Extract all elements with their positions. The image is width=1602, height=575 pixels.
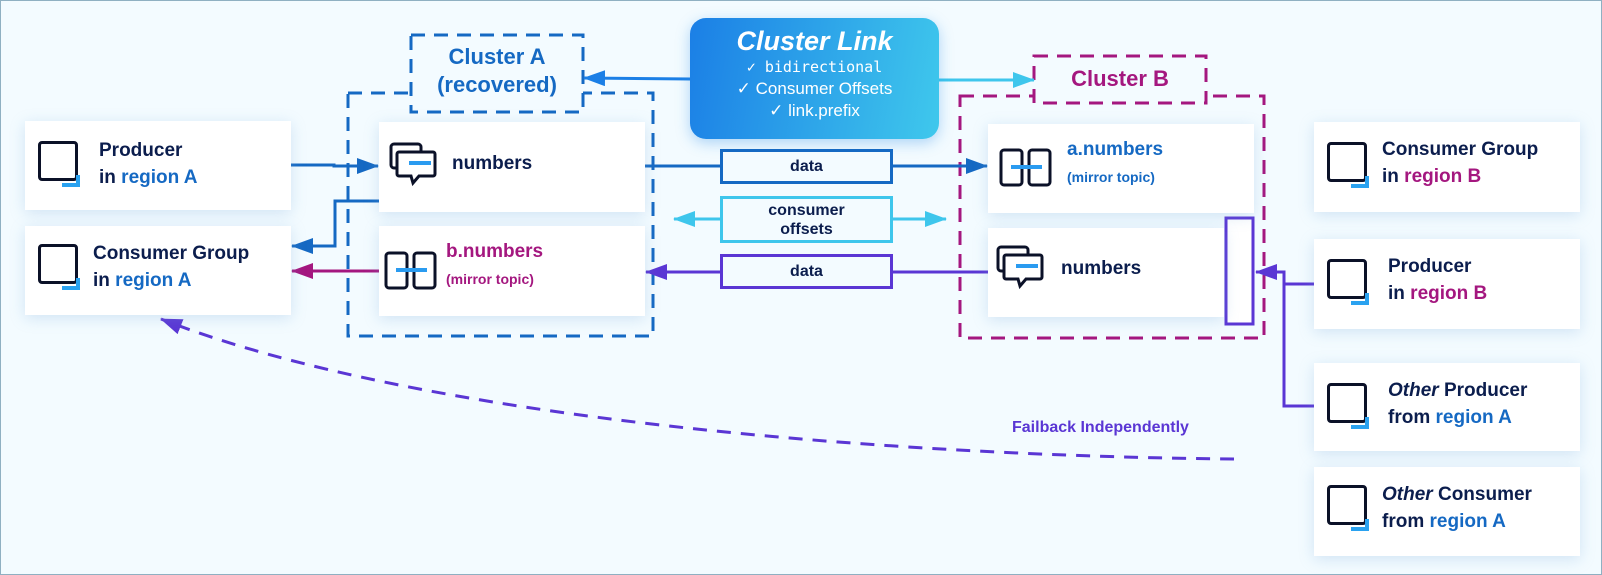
client-role: Consumer	[1432, 484, 1532, 505]
cluster-a-b-numbers-note: (mirror topic)	[446, 271, 534, 287]
region-prefix: in	[99, 167, 122, 188]
cluster-a-label-frame	[409, 33, 585, 114]
cluster-a-subtitle: (recovered)	[437, 72, 557, 97]
region-name: region A	[1429, 511, 1506, 532]
region-prefix: in	[1382, 166, 1405, 187]
mirror-topic-icon	[999, 148, 1052, 187]
other-consumer-region-a-label: Other Consumer from region A	[1382, 481, 1532, 535]
other-consumer-region-a-card[interactable]: Other Consumer from region A	[1314, 467, 1580, 556]
client-app-icon	[1327, 383, 1371, 431]
other-producer-region-a-line1: Other Producer	[1388, 377, 1527, 404]
other-producer-region-a-line2: from region A	[1388, 404, 1527, 431]
producer-region-a-card[interactable]: Producer in region A	[25, 121, 291, 210]
consumer-group-region-b-label: Consumer Group in region B	[1382, 136, 1538, 190]
client-app-icon	[1327, 259, 1371, 307]
cluster-b-title: Cluster B	[1071, 66, 1169, 91]
consumer-group-region-b-card[interactable]: Consumer Group in region B	[1314, 122, 1580, 212]
numbers-to-consumer-a-arrow	[291, 199, 379, 254]
other-consumer-region-a-line1: Other Consumer	[1382, 481, 1532, 508]
cluster-b-a-numbers-label: a.numbers	[1067, 139, 1164, 160]
consumer-group-region-a-line1: Consumer Group	[93, 243, 250, 264]
data-b-to-a-text: data	[790, 263, 823, 280]
producer-region-a-line2: in region A	[99, 164, 198, 191]
client-app-icon	[38, 244, 82, 292]
cluster-a-b-numbers-label: b.numbers	[446, 241, 544, 262]
producer-region-b-card[interactable]: Producer in region B	[1314, 239, 1580, 329]
consumer-group-region-b-line1: Consumer Group	[1382, 139, 1539, 160]
cluster-a-title: Cluster A	[448, 44, 546, 69]
other-producer-to-numbers-line	[1282, 272, 1314, 408]
cluster-a-boundary	[346, 91, 655, 338]
producer-region-b-label: Producer in region B	[1388, 253, 1487, 307]
cluster-link-panel: Cluster Link ✓ bidirectional ✓ Consumer …	[690, 18, 939, 139]
topic-icon	[996, 245, 1044, 290]
other-emphasis: Other	[1382, 484, 1433, 505]
producer-region-b-line2: in region B	[1388, 280, 1487, 307]
client-app-icon	[38, 141, 82, 189]
data-b-to-a-label: data	[720, 254, 893, 289]
data-a-to-b-label: data	[720, 149, 893, 184]
cluster-link-feature-bidirectional: ✓ bidirectional	[746, 58, 883, 76]
cluster-a-label: Cluster A (recovered)	[411, 43, 583, 99]
producer-region-a-line1: Producer	[99, 140, 183, 161]
consumer-group-region-b-line2: in region B	[1382, 163, 1538, 190]
mirror-topic-icon	[384, 251, 437, 290]
consumer-group-region-a-line2: in region A	[93, 267, 249, 294]
cluster-b-a-numbers-note: (mirror topic)	[1067, 169, 1155, 185]
cluster-link-feature-link-prefix: ✓ link.prefix	[769, 101, 860, 120]
region-name: region A	[1435, 407, 1512, 428]
cluster-a-topic-numbers[interactable]: numbers	[379, 122, 645, 212]
region-name: region A	[121, 167, 198, 188]
consumer-offsets-text-line2: offsets	[780, 221, 833, 238]
cluster-link-feature-consumer-offsets: ✓ Consumer Offsets	[736, 79, 893, 98]
failback-dashed-arrow	[160, 317, 1235, 461]
region-prefix: in	[93, 270, 116, 291]
client-app-icon	[1327, 142, 1371, 190]
other-consumer-region-a-line2: from region A	[1382, 508, 1532, 535]
cluster-a-topic-b-numbers[interactable]: b.numbers (mirror topic)	[379, 226, 645, 316]
topic-icon	[389, 142, 437, 187]
consumer-offsets-text-line1: consumer	[768, 202, 845, 219]
cluster-a-numbers-label: numbers	[452, 153, 533, 174]
client-role: Producer	[1438, 380, 1528, 401]
consumer-group-region-a-label: Consumer Group in region A	[93, 240, 249, 294]
other-producer-region-a-label: Other Producer from region A	[1388, 377, 1527, 431]
cluster-b-topic-a-numbers[interactable]: a.numbers (mirror topic)	[988, 124, 1254, 213]
cluster-b-label: Cluster B	[1034, 64, 1206, 94]
producer-region-a-label: Producer in region A	[99, 137, 198, 191]
producer-region-b-line1: Producer	[1388, 256, 1472, 277]
failback-label: Failback Independently	[1012, 419, 1189, 436]
region-prefix: from	[1388, 407, 1436, 428]
cluster-b-numbers-label: numbers	[1061, 258, 1142, 279]
region-name: region B	[1410, 283, 1488, 304]
region-name: region A	[115, 270, 192, 291]
produce-target-bracket	[1224, 216, 1255, 326]
data-a-to-b-text: data	[790, 158, 823, 175]
other-producer-region-a-card[interactable]: Other Producer from region A	[1314, 363, 1580, 451]
link-to-cluster-a-arrow	[583, 70, 692, 87]
cluster-b-label-frame	[1032, 54, 1208, 105]
region-prefix: in	[1388, 283, 1411, 304]
consumer-group-region-a-card[interactable]: Consumer Group in region A	[25, 226, 291, 315]
consumer-offsets-label: consumer offsets	[720, 196, 893, 243]
cluster-b-topic-numbers[interactable]: numbers	[988, 228, 1224, 317]
region-prefix: from	[1382, 511, 1430, 532]
client-app-icon	[1327, 485, 1371, 533]
producer-a-to-numbers-arrow	[291, 158, 379, 174]
region-name: region B	[1404, 166, 1482, 187]
other-emphasis: Other	[1388, 380, 1439, 401]
cluster-link-title: Cluster Link	[736, 26, 893, 56]
